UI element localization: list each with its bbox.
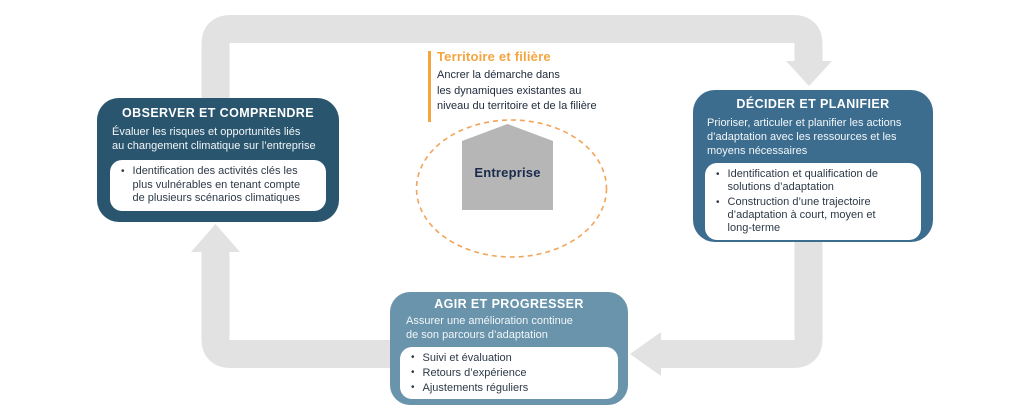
card-title: DÉCIDER ET PLANIFIER (736, 97, 890, 111)
bullet-item: • Construction d’une trajectoire d’adapt… (711, 196, 915, 235)
card-bullet-list: • Identification et qualification de sol… (705, 163, 921, 240)
bullet-dot-icon: • (411, 382, 415, 393)
card-title: AGIR ET PROGRESSER (434, 297, 584, 311)
arrowhead-up-icon (191, 224, 240, 252)
bullet-dot-icon: • (411, 352, 415, 363)
cycle-band-top (201, 14, 823, 102)
arrowhead-left-icon (630, 332, 661, 376)
house-icon (462, 124, 553, 210)
bullet-item: • Ajustements réguliers (406, 381, 612, 395)
bullet-text: Retours d’expérience (422, 367, 527, 379)
card-decider-et-planifier: DÉCIDER ET PLANIFIER Prioriser, articule… (693, 90, 933, 242)
bullet-item: • Retours d’expérience (406, 366, 612, 380)
bullet-item: • Identification des activités clés les … (116, 165, 320, 206)
territory-accent-rule (428, 51, 431, 122)
bullet-dot-icon: • (411, 367, 415, 378)
bullet-text: Construction d’une trajectoire d’adaptat… (727, 196, 876, 234)
card-agir-et-progresser: AGIR ET PROGRESSER Assurer une améliorat… (390, 292, 628, 405)
territory-title: Territoire et filière (437, 49, 551, 64)
card-bullet-list: • Suivi et évaluation • Retours d’expéri… (400, 347, 618, 399)
card-observer-et-comprendre: OBSERVER ET COMPRENDRE Évaluer les risqu… (97, 98, 339, 222)
territory-dashed-circle (415, 119, 608, 258)
bullet-text: Identification des activités clés les pl… (132, 165, 301, 204)
card-title: OBSERVER ET COMPRENDRE (122, 106, 314, 120)
bullet-text: Ajustements réguliers (422, 382, 529, 394)
bullet-text: Suivi et évaluation (422, 352, 512, 364)
bullet-item: • Suivi et évaluation (406, 351, 612, 365)
territory-description: Ancrer la démarche dans les dynamiques e… (437, 69, 597, 112)
entreprise-label: Entreprise (474, 165, 541, 180)
bullet-dot-icon: • (121, 166, 125, 177)
bullet-item: • Identification et qualification de sol… (711, 168, 915, 194)
bullet-text: Identification et qualification de solut… (727, 168, 878, 193)
card-subtitle: Assurer une amélioration continue de son… (406, 315, 573, 341)
arrowhead-down-icon (786, 61, 832, 86)
card-subtitle: Prioriser, articuler et planifier les ac… (707, 117, 902, 157)
bullet-dot-icon: • (716, 169, 720, 180)
card-subtitle: Évaluer les risques et opportunités liés… (112, 126, 316, 152)
cycle-band-left (201, 251, 398, 368)
card-bullet-list: • Identification des activités clés les … (110, 160, 326, 211)
bullet-dot-icon: • (716, 197, 720, 208)
cycle-band-right (660, 232, 823, 368)
